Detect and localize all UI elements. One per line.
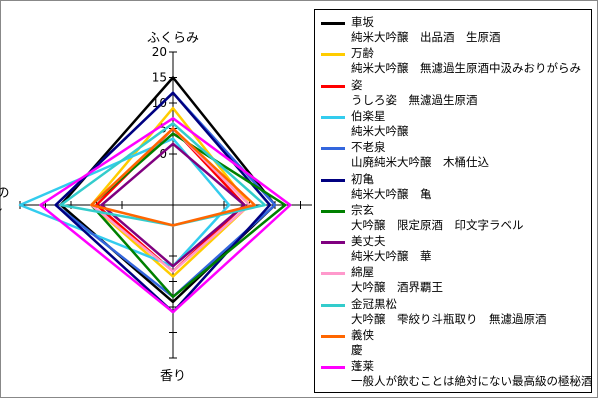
legend-series-desc: 純米大吟醸 出品酒 生原酒 <box>351 30 501 44</box>
legend-item: 美丈夫純米大吟醸 華 <box>321 233 589 271</box>
legend-series-desc: 純米大吟醸 亀 <box>351 186 432 201</box>
tick-label: 5 <box>159 122 167 136</box>
radar-chart: 05101520ふくらみ調和香り後味のキレ <box>0 31 312 384</box>
axis-label-0: ふくらみ <box>147 31 199 46</box>
legend-series-name: 車坂 <box>351 15 374 29</box>
legend-series-name: 初亀 <box>351 171 374 186</box>
tick-label: 20 <box>152 45 167 59</box>
legend-swatch <box>321 84 345 88</box>
series-8-polygon <box>100 142 246 268</box>
legend-swatch <box>321 209 345 213</box>
series-12-polygon <box>39 117 292 314</box>
legend-series-desc: 純米大吟醸 無濾過生原酒中汲みおりがらみ <box>351 61 581 76</box>
legend-series-desc: 純米大吟醸 華 <box>351 249 432 264</box>
legend: 車坂純米大吟醸 出品酒 生原酒万齢純米大吟醸 無濾過生原酒中汲みおりがらみ姿うし… <box>314 9 593 396</box>
legend-series-desc: 大吟醸 酒界覇王 <box>351 280 443 295</box>
series-1-polygon <box>59 76 277 304</box>
legend-swatch <box>321 53 345 57</box>
legend-series-name: 不老泉 <box>351 140 386 155</box>
legend-swatch <box>321 22 345 25</box>
legend-item: 金冠黒松大吟醸 雫絞り斗瓶取り 無濾過原酒 <box>321 296 589 334</box>
legend-series-name: 蓬莱 <box>351 359 374 374</box>
legend-swatch <box>321 335 345 338</box>
legend-swatch <box>321 272 345 276</box>
legend-item: 宗玄大吟醸 限定原酒 印文字ラベル <box>321 202 589 240</box>
legend-series-name: 美丈夫 <box>351 234 386 249</box>
legend-item: 蓬莱一般人が飲むことは絶対にない最高級の極秘酒 <box>321 358 593 396</box>
legend-series-name: 綿屋 <box>351 265 374 280</box>
tick-label: 15 <box>152 71 167 85</box>
legend-series-desc: 一般人が飲むことは絶対にない最高級の極秘酒 <box>351 374 593 389</box>
legend-series-name: 姿 <box>351 77 363 92</box>
legend-series-name: 伯楽星 <box>351 108 386 123</box>
axis-label-2: 香り <box>160 369 186 384</box>
tick-label: 0 <box>159 147 167 161</box>
legend-series-name: 金冠黒松 <box>351 296 397 311</box>
legend-item: 綿屋大吟醸 酒界覇王 <box>321 264 589 302</box>
legend-swatch <box>321 241 345 245</box>
axis-label-3: 後味の <box>0 186 10 201</box>
legend-series-desc: 大吟醸 限定原酒 印文字ラベル <box>351 217 524 232</box>
legend-swatch <box>321 115 345 119</box>
legend-item: 初亀純米大吟醸 亀 <box>321 171 589 209</box>
legend-swatch <box>321 366 345 370</box>
legend-series-name: 万齢 <box>351 46 374 61</box>
axis-label-3: キレ <box>0 203 3 218</box>
tick-label: 10 <box>152 96 167 110</box>
legend-item: 姿うしろ姿 無濾過生原酒 <box>321 77 589 115</box>
legend-series-name: 宗玄 <box>351 202 374 217</box>
legend-swatch <box>321 147 345 151</box>
legend-series-desc: 大吟醸 雫絞り斗瓶取り 無濾過原酒 <box>351 311 547 326</box>
legend-swatch <box>321 178 345 182</box>
legend-series-desc: 慶 <box>351 343 363 357</box>
legend-item: 車坂純米大吟醸 出品酒 生原酒 <box>321 14 589 52</box>
legend-item: 不老泉山廃純米大吟醸 木桶仕込 <box>321 139 589 177</box>
legend-series-desc: うしろ姿 無濾過生原酒 <box>351 92 478 107</box>
legend-series-name: 義侠 <box>351 328 374 342</box>
legend-swatch <box>321 303 345 307</box>
series-2-polygon <box>90 106 251 278</box>
series-11-polygon <box>90 127 256 227</box>
legend-item: 万齢純米大吟醸 無濾過生原酒中汲みおりがらみ <box>321 45 589 83</box>
legend-series-desc: 山廃純米大吟醸 木桶仕込 <box>351 155 489 170</box>
legend-item: 義侠慶 <box>321 327 589 365</box>
legend-item: 伯楽星純米大吟醸 <box>321 108 589 146</box>
legend-series-desc: 純米大吟醸 <box>351 123 409 138</box>
